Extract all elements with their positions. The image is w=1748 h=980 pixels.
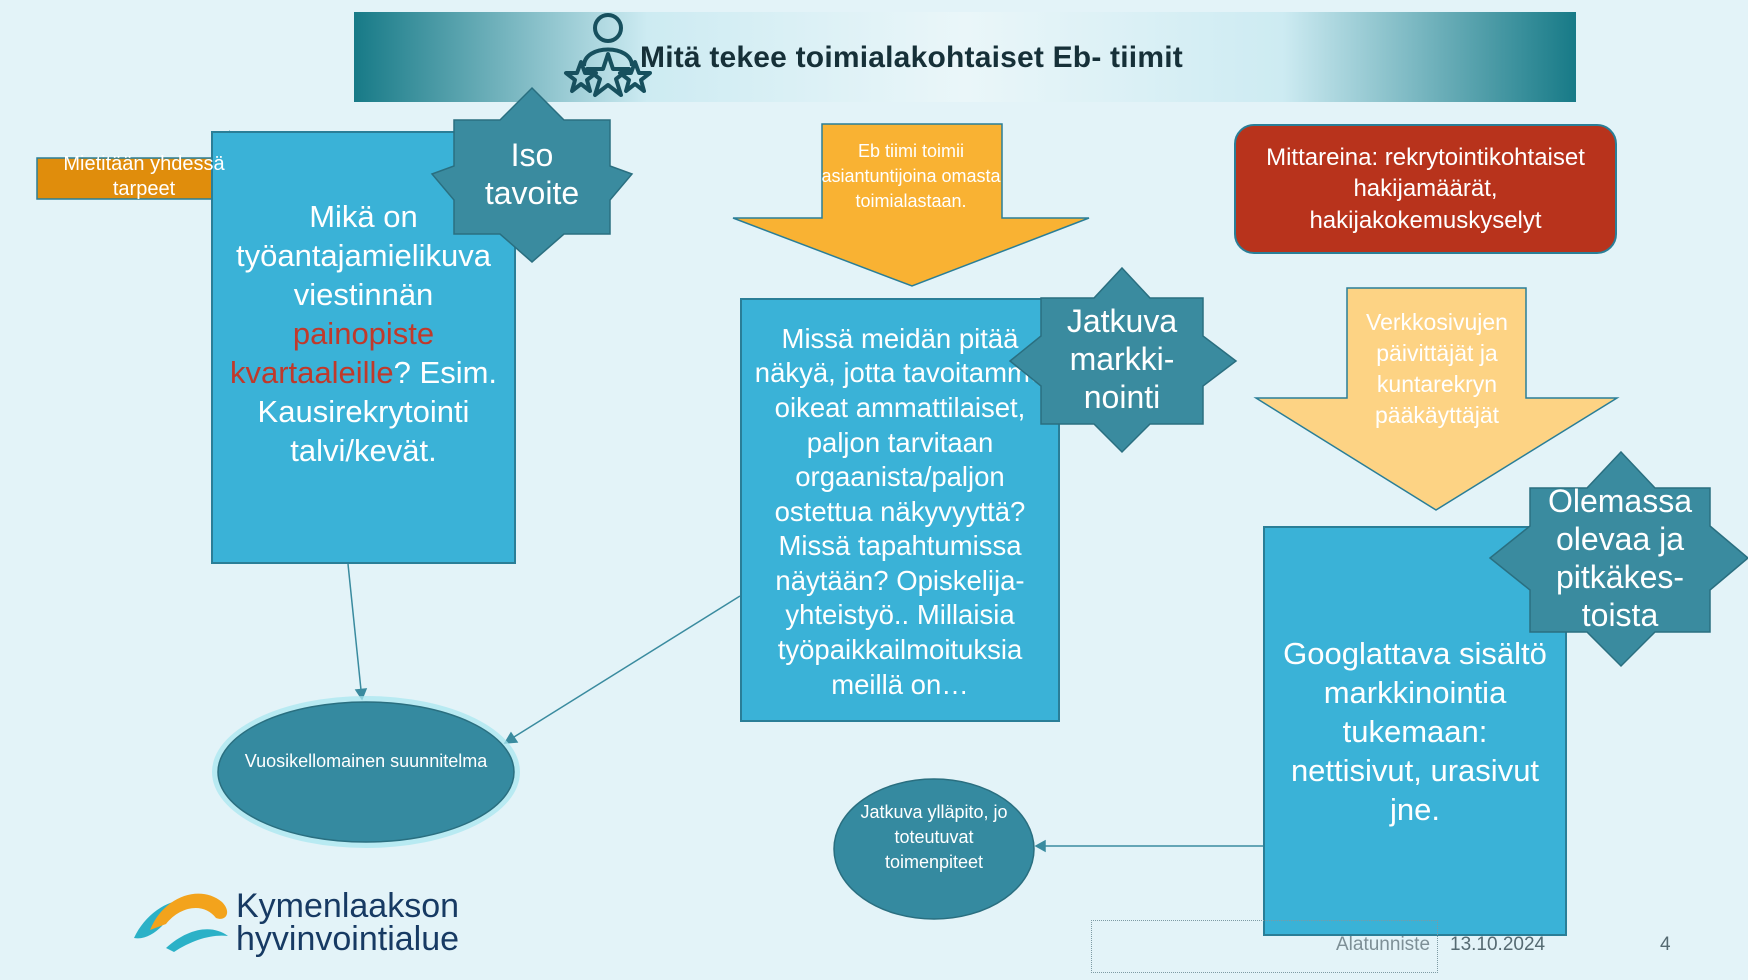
- continuous-marketing-star: [1008, 266, 1238, 454]
- webmaster-arrow-label: Verkkosivujen päivittäjät ja kuntarekryn…: [1366, 309, 1508, 428]
- maintenance-label: Jatkuva ylläpito, jo toteutuvat toimenpi…: [860, 802, 1008, 872]
- annual-plan-label: Vuosikellomainen suunnitelma: [244, 751, 488, 771]
- expert-arrow-label: Eb tiimi toimii asiantuntijoina omasta t…: [821, 141, 1001, 211]
- big-goal-label: Iso tavoite: [484, 137, 580, 211]
- continuous-marketing-label: Jatkuva markki-nointi: [1066, 303, 1178, 415]
- footer-date: 13.10.2024: [1450, 934, 1546, 955]
- person-stars-icon: [564, 13, 652, 97]
- metrics-box: Mittareina: rekrytointikohtaiset hakijam…: [1234, 124, 1617, 254]
- maintenance-ellipse: [833, 778, 1035, 920]
- page-number: 4: [1660, 934, 1671, 955]
- expert-arrow: [732, 123, 1090, 287]
- footer-label: Alatunniste: [1336, 934, 1431, 955]
- webmaster-arrow: [1253, 287, 1620, 511]
- logo-line2: hyvinvointialue: [236, 920, 460, 958]
- title-banner: [354, 12, 1576, 102]
- logo-line1: Kymenlaakson: [236, 887, 460, 925]
- googleable-content-box: Googlattava sisältö markkinointia tukema…: [1263, 526, 1567, 936]
- big-goal-star: [430, 86, 634, 263]
- metrics-text: Mittareina: rekrytointikohtaiset hakijam…: [1266, 143, 1585, 234]
- connectors: [347, 563, 1263, 853]
- existing-content-star: [1488, 450, 1748, 668]
- logo-text: Kymenlaakson hyvinvointialue: [236, 887, 460, 958]
- box3-text: Googlattava sisältö markkinointia tukema…: [1283, 636, 1547, 827]
- wave-logo-icon: [134, 893, 228, 952]
- annual-plan-ellipse: [217, 701, 515, 843]
- footer-placeholder: [1091, 920, 1438, 973]
- box2-text: Missä meidän pitää näkyä, jotta tavoitam…: [754, 322, 1046, 700]
- page-title: Mitä tekee toimialakohtaiset Eb- tiimit: [640, 41, 1183, 74]
- existing-content-label: Olemassa olevaa ja pitkäkes-toista: [1547, 483, 1693, 633]
- employer-image-box: Mikä on työantajamielikuva viestinnän pa…: [211, 131, 516, 564]
- box1-text-b: ? Esim. Kausirekrytointi talvi/kevät.: [257, 355, 498, 468]
- box1-highlight: painopiste kvartaaleille: [229, 316, 435, 390]
- box1-text-a: Mikä on työantajamielikuva viestinnän: [235, 199, 492, 312]
- visibility-box: Missä meidän pitää näkyä, jotta tavoitam…: [740, 298, 1060, 722]
- needs-arrow-label: Mietitään yhdessä tarpeet: [63, 153, 225, 200]
